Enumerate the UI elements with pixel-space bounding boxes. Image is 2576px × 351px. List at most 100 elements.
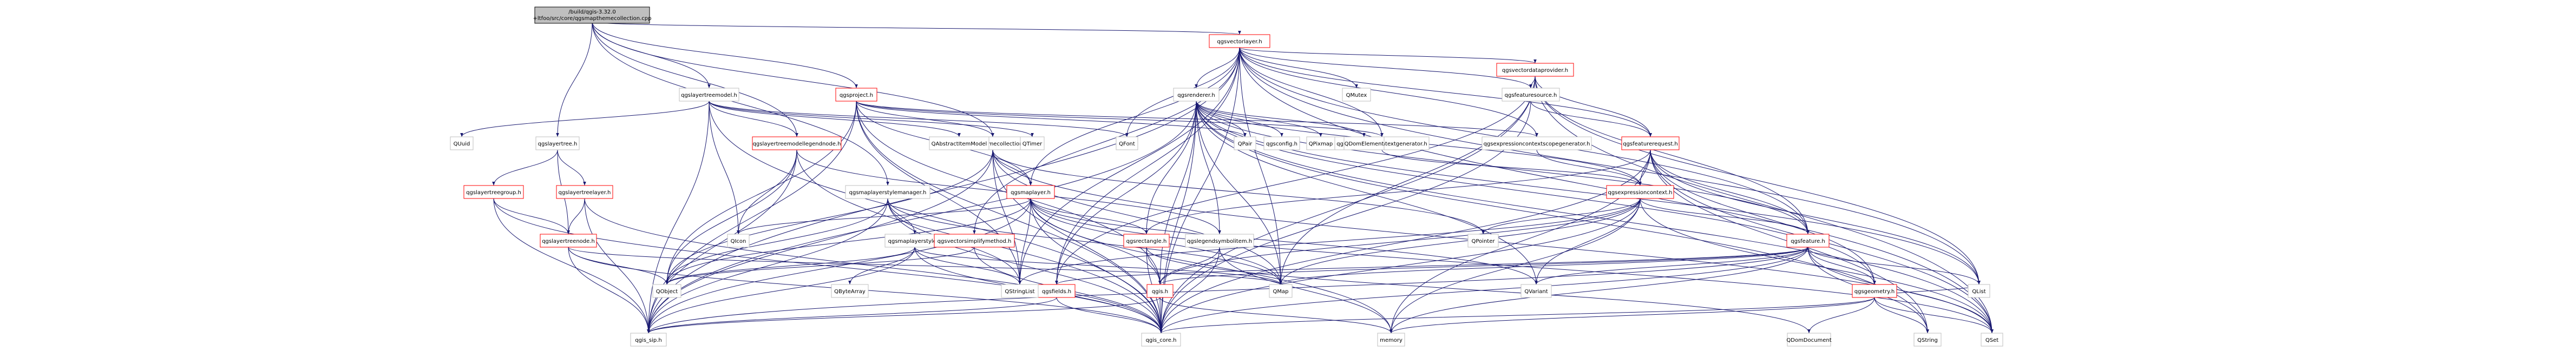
node-qgslayertreemodellegendnode-h[interactable]: qgslayertreemodellegendnode.h xyxy=(752,136,842,150)
node-label: qgslayertreemodellegendnode.h xyxy=(753,141,841,147)
node-qgslayertreenode-h[interactable]: qgslayertreenode.h xyxy=(540,234,597,248)
node-label: qgsvectorsimplifymethod.h xyxy=(938,239,1012,244)
node-qgsfeaturerequest-h[interactable]: qgsfeaturerequest.h xyxy=(1621,136,1680,150)
edge-qgsexpressioncontextgenerator-h-to-qgsexpressioncontext-h xyxy=(1381,149,1642,186)
node-box xyxy=(1968,284,1990,298)
node-label: qgsfeaturesource.h xyxy=(1505,92,1557,98)
node-qfont: QFont xyxy=(1116,136,1138,150)
node-box xyxy=(1520,284,1552,298)
node-qgsproject-h[interactable]: qgsproject.h xyxy=(835,88,877,102)
edge-qgslayertreemodel-h-to-qgis-core-h xyxy=(709,101,1163,334)
node-box xyxy=(1342,88,1371,102)
graph-nodes: /build/qgis-3.32.0+ltfoo/src/core/qgsmap… xyxy=(450,6,2003,347)
node-qgsrectangle-h[interactable]: qgsrectangle.h xyxy=(1123,234,1170,248)
node-box xyxy=(1001,284,1039,298)
edge-qgsrenderer-h-to-qgsconfig-h xyxy=(1196,101,1283,137)
edge-qgsgeometry-h-to-qdomdocument xyxy=(1807,297,1875,334)
node-label: QMap xyxy=(1273,289,1289,295)
node-box xyxy=(1852,284,1897,298)
node-label: qgis.h xyxy=(1152,289,1168,295)
edge-qgsmaplayerstyle-h-to-qmap xyxy=(914,247,1282,285)
node-qtimer: QTimer xyxy=(1020,136,1045,150)
edge-qgsexpressioncontext-h-to-qstringlist xyxy=(1018,198,1641,285)
node-qgsfeature-h[interactable]: qgsfeature.h xyxy=(1786,234,1830,248)
node-label: qgsexpressioncontext.h xyxy=(1608,190,1672,196)
edge-qgsmapthemecollection-h-to-qgis-sip-h xyxy=(647,149,993,334)
node-label: qgsexpressioncontextscopegenerator.h xyxy=(1484,141,1590,147)
node-qgsfields-h[interactable]: qgsfields.h xyxy=(1038,284,1076,298)
edge-qgsfeature-h-to-qgsfields-h xyxy=(1055,247,1808,285)
node-label: qgsvectorlayer.h xyxy=(1217,39,1262,45)
edge-qgsexpressioncontext-h-to-qgsfeature-h xyxy=(1640,198,1810,235)
root-node: /build/qgis-3.32.0+ltfoo/src/core/qgsmap… xyxy=(533,6,651,24)
node-qgsexpressioncontext-h[interactable]: qgsexpressioncontext.h xyxy=(1606,185,1674,199)
edge-qgsgeometry-h-to-memory xyxy=(1389,297,1875,334)
node-qgsmaplayerstylemanager-h: qgsmaplayerstylemanager.h xyxy=(845,185,930,199)
edge-qgsvectordataprovider-h-to-qset xyxy=(1535,76,1994,334)
node-label: qgsmaplayer.h xyxy=(1011,190,1051,196)
edge-root-to-qgslayertreemodellegendnode-h xyxy=(592,21,798,137)
edge-qgsexpressioncontext-h-to-qvariant xyxy=(1535,198,1641,285)
node-qgsvectorsimplifymethod-h[interactable]: qgsvectorsimplifymethod.h xyxy=(934,234,1015,248)
node-label: QList xyxy=(1972,289,1985,295)
node-box xyxy=(540,234,597,248)
node-label: QString xyxy=(1917,337,1938,343)
node-qgslayertreegroup-h[interactable]: qgslayertreegroup.h xyxy=(463,185,524,199)
node-label: QByteArray xyxy=(834,289,866,295)
node-qgis-sip-h: qgis_sip.h xyxy=(630,333,667,347)
node-qgsconfig-h: qgsconfig.h xyxy=(1263,136,1300,150)
edge-qgslegendsymbolitem-h-to-memory xyxy=(1219,247,1393,334)
node-qgsmaplayer-h[interactable]: qgsmaplayer.h xyxy=(1006,185,1055,199)
node-qgslayertreelayer-h[interactable]: qgslayertreelayer.h xyxy=(556,185,613,199)
edge-qgsfeaturerequest-h-to-qgis-core-h xyxy=(1159,149,1651,334)
node-qgsvectorlayer-h[interactable]: qgsvectorlayer.h xyxy=(1209,34,1270,48)
edge-qgsrenderer-h-to-qgsfeature-h xyxy=(1196,101,1810,235)
node-box xyxy=(652,284,681,298)
edge-qgslayertreemodel-h-to-qtimer xyxy=(709,101,1034,137)
node-box xyxy=(1209,34,1270,48)
edge-qgsrenderer-h-to-qset xyxy=(1196,101,1994,334)
edge-qgslayertree-h-to-qgslayertreegroup-h xyxy=(492,149,558,186)
edge-root-to-qgsproject-h xyxy=(592,21,858,89)
node-label: QVariant xyxy=(1524,289,1548,295)
edge-qgsvectorlayer-h-to-qgsexpressioncontextscopegenerator-h xyxy=(1239,47,1538,137)
edge-qgsrenderer-h-to-qstring xyxy=(1196,101,1929,334)
edge-qgsmaplayer-h-to-qset xyxy=(1030,198,1994,334)
node-qset: QSet xyxy=(1981,333,2003,347)
edge-qgslayertreemodel-h-to-qgslayertreemodellegendnode-h xyxy=(709,101,798,137)
edge-qgsmaplayerstyle-h-to-qbytearray xyxy=(848,247,915,285)
edge-qgsfields-h-to-qgis-sip-h xyxy=(647,297,1057,334)
edge-qgsrectangle-h-to-qdomdocument xyxy=(1146,247,1811,334)
edge-qgsmaplayerstylemanager-h-to-qgis-core-h xyxy=(887,198,1163,334)
edge-qgslayertreegroup-h-to-qgis-core-h xyxy=(493,198,1163,334)
edge-qgslayertreemodellegendnode-h-to-qobject xyxy=(665,149,797,285)
node-qgslayertree-h: qgslayertree.h xyxy=(535,136,580,150)
edge-qgsfeature-h-to-qgis-core-h xyxy=(1159,247,1808,334)
edge-qgsvectorlayer-h-to-qstringlist xyxy=(1018,47,1240,285)
node-box xyxy=(1116,136,1138,150)
edge-qgsmapthemecollection-h-to-qobject xyxy=(665,149,993,285)
node-label: QStringList xyxy=(1005,289,1034,295)
edge-qgsproject-h-to-qgsmapthemecollection-h xyxy=(856,101,994,137)
edge-qgsfeature-h-to-qgis-sip-h xyxy=(647,247,1808,334)
node-qbytearray: QByteArray xyxy=(831,284,869,298)
node-label: memory xyxy=(1380,337,1402,343)
node-qlist: QList xyxy=(1968,284,1990,298)
node-box xyxy=(1173,88,1220,102)
edge-qgsmapthemecollection-h-to-qstringlist xyxy=(992,149,1021,285)
edge-qgsvectordataprovider-h-to-qmap xyxy=(1279,76,1536,285)
node-label: QAbstractItemModel xyxy=(932,141,987,147)
node-qgsgeometry-h[interactable]: qgsgeometry.h xyxy=(1852,284,1897,298)
edge-qgsmaplayer-h-to-qicon xyxy=(737,198,1031,235)
edge-qgis-h-to-memory xyxy=(1159,297,1393,334)
node-box xyxy=(1123,234,1170,248)
node-qgis-h[interactable]: qgis.h xyxy=(1146,284,1174,298)
edge-qgsvectordataprovider-h-to-qgis-core-h xyxy=(1159,76,1536,334)
node-box xyxy=(1343,136,1385,150)
node-qgsvectordataprovider-h[interactable]: qgsvectordataprovider.h xyxy=(1496,63,1574,77)
node-label: qgis_core.h xyxy=(1146,337,1177,343)
node-box xyxy=(1786,234,1830,248)
edge-qgsfeaturerequest-h-to-qgsrectangle-h xyxy=(1145,149,1651,235)
node-label: QDomDocument xyxy=(1786,337,1831,343)
node-box xyxy=(1496,63,1574,77)
